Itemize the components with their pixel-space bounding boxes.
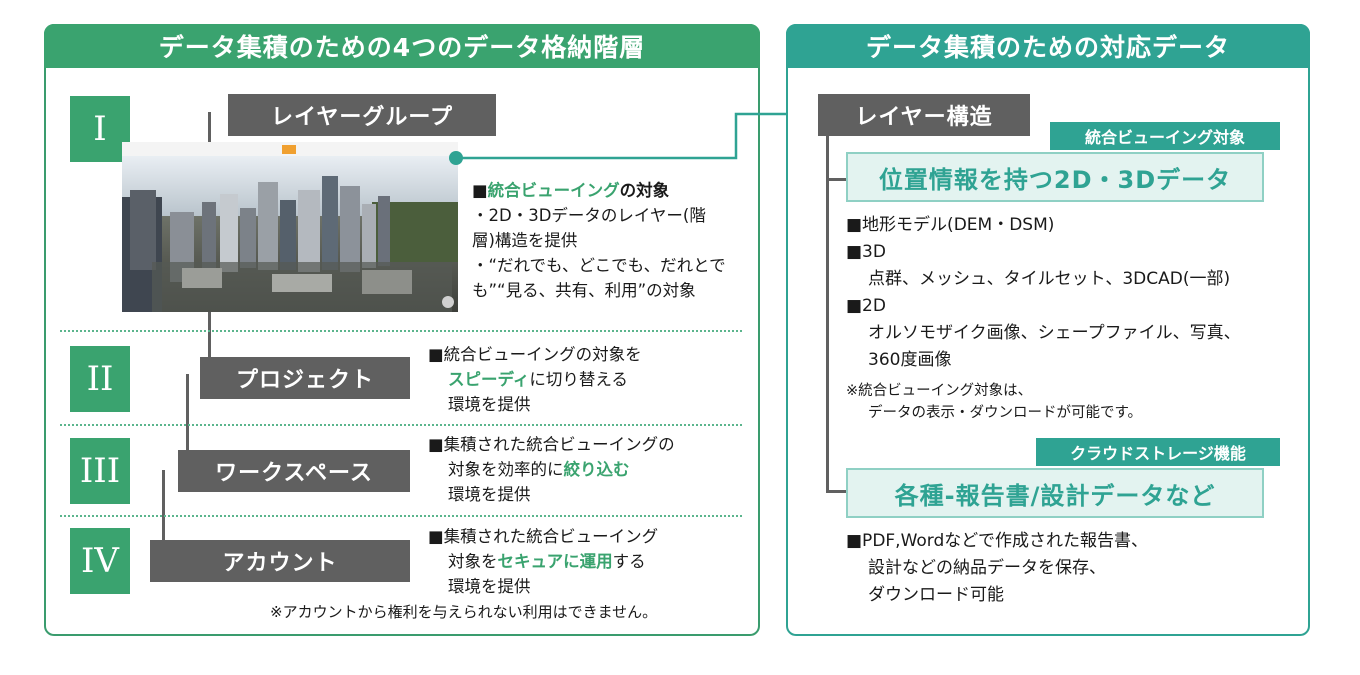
level4-description: ■集積された統合ビューイング 対象をセキュアに運用する 環境を提供 <box>428 524 658 599</box>
right-panel-title: データ集積のための対応データ <box>786 24 1310 68</box>
cat1-item-360: 360度画像 <box>868 350 952 370</box>
connector-dot-left <box>449 151 463 165</box>
tag-integrated-viewing-target: 統合ビューイング対象 <box>1050 122 1280 150</box>
level1-line4: ・“だれでも、どこでも、だれとで <box>472 256 726 275</box>
cat1-item-3d-detail: 点群、メッシュ、タイルセット、3DCAD(一部) <box>868 269 1231 289</box>
highlight-secure-operation: セキュアに運用 <box>497 552 613 571</box>
level-numeral-3: III <box>70 438 130 504</box>
left-footnote: ※アカウントから権利を与えられない利用はできません。 <box>270 603 658 621</box>
level-label-layer-group: レイヤーグループ <box>228 94 496 136</box>
cat2-item-line2: 設計などの納品データを保存、 <box>868 558 1106 578</box>
level4-line1: ■集積された統合ビューイング <box>428 527 659 546</box>
highlight-integrated-viewing: 統合ビューイング <box>487 181 620 200</box>
tree-line-level2 <box>186 374 189 470</box>
cat2-item-line3: ダウンロード可能 <box>868 585 1004 605</box>
level4-line3: 環境を提供 <box>448 577 531 596</box>
level2-line3: 環境を提供 <box>448 395 531 414</box>
right-tree-branch2 <box>826 490 846 493</box>
level3-description: ■集積された統合ビューイングの 対象を効率的に絞り込む 環境を提供 <box>428 432 675 507</box>
level-numeral-2: II <box>70 346 130 412</box>
level-label-workspace: ワークスペース <box>178 450 410 492</box>
level2-line2-rest: に切り替える <box>529 370 628 389</box>
level1-line2: ・2D・3Dデータのレイヤー(階 <box>472 206 706 225</box>
separator-1 <box>60 330 742 332</box>
root-label-layer-structure: レイヤー構造 <box>818 94 1030 136</box>
city-skyline-illustration <box>122 142 458 312</box>
category2-items: ■PDF,Wordなどで作成された報告書、 設計などの納品データを保存、 ダウン… <box>846 528 1148 609</box>
city-3d-viewer-image <box>122 142 458 312</box>
bullet-marker: ■ <box>472 181 488 200</box>
level2-line1: ■統合ビューイングの対象を <box>428 345 642 364</box>
separator-2 <box>60 424 742 426</box>
level3-line2-pre: 対象を効率的に <box>448 460 564 479</box>
cat1-note-line2: データの表示・ダウンロードが可能です。 <box>868 405 1143 421</box>
cat1-note-line1: ※統合ビューイング対象は、 <box>846 383 1033 399</box>
highlight-narrow-down: 絞り込む <box>563 460 630 479</box>
level4-line2-rest: する <box>612 552 646 571</box>
tree-line-level3 <box>162 470 165 542</box>
level1-heading-rest: の対象 <box>619 181 670 200</box>
level-label-account: アカウント <box>150 540 410 582</box>
cat1-item-3d: ■3D <box>846 242 886 262</box>
left-panel-title: データ集積のための4つのデータ格納階層 <box>44 24 760 68</box>
level-numeral-1: I <box>70 96 130 162</box>
separator-3 <box>60 515 742 517</box>
category-2d-3d-data: 位置情報を持つ2D・3Dデータ <box>846 152 1264 202</box>
level4-line2-pre: 対象を <box>448 552 498 571</box>
cat2-item-line1: ■PDF,Wordなどで作成された報告書、 <box>846 531 1148 551</box>
level1-line3: 層)構造を提供 <box>472 231 578 250</box>
level-label-project: プロジェクト <box>200 357 410 399</box>
right-tree-vertical <box>826 134 829 492</box>
cat1-item-2d: ■2D <box>846 296 886 316</box>
level3-line1: ■集積された統合ビューイングの <box>428 435 675 454</box>
cat1-item-terrain: ■地形モデル(DEM・DSM) <box>846 215 1055 235</box>
level2-description: ■統合ビューイングの対象を スピーディに切り替える 環境を提供 <box>428 342 642 417</box>
category1-note: ※統合ビューイング対象は、 データの表示・ダウンロードが可能です。 <box>846 380 1142 424</box>
level1-description: ■統合ビューイングの対象 ・2D・3Dデータのレイヤー(階 層)構造を提供 ・“… <box>472 178 726 303</box>
highlight-speedy: スピーディ <box>448 370 530 389</box>
right-tree-branch1 <box>826 178 846 181</box>
level3-line3: 環境を提供 <box>448 485 531 504</box>
tag-cloud-storage: クラウドストレージ機能 <box>1036 438 1280 466</box>
level-numeral-4: IV <box>70 528 130 594</box>
level1-line5: も”“見る、共有、利用”の対象 <box>472 281 696 300</box>
category-reports-design-data: 各種-報告書/設計データなど <box>846 468 1264 518</box>
category1-items: ■地形モデル(DEM・DSM) ■3D 点群、メッシュ、タイルセット、3DCAD… <box>846 212 1241 374</box>
cat1-item-2d-detail: オルソモザイク画像、シェープファイル、写真、 <box>868 323 1241 343</box>
